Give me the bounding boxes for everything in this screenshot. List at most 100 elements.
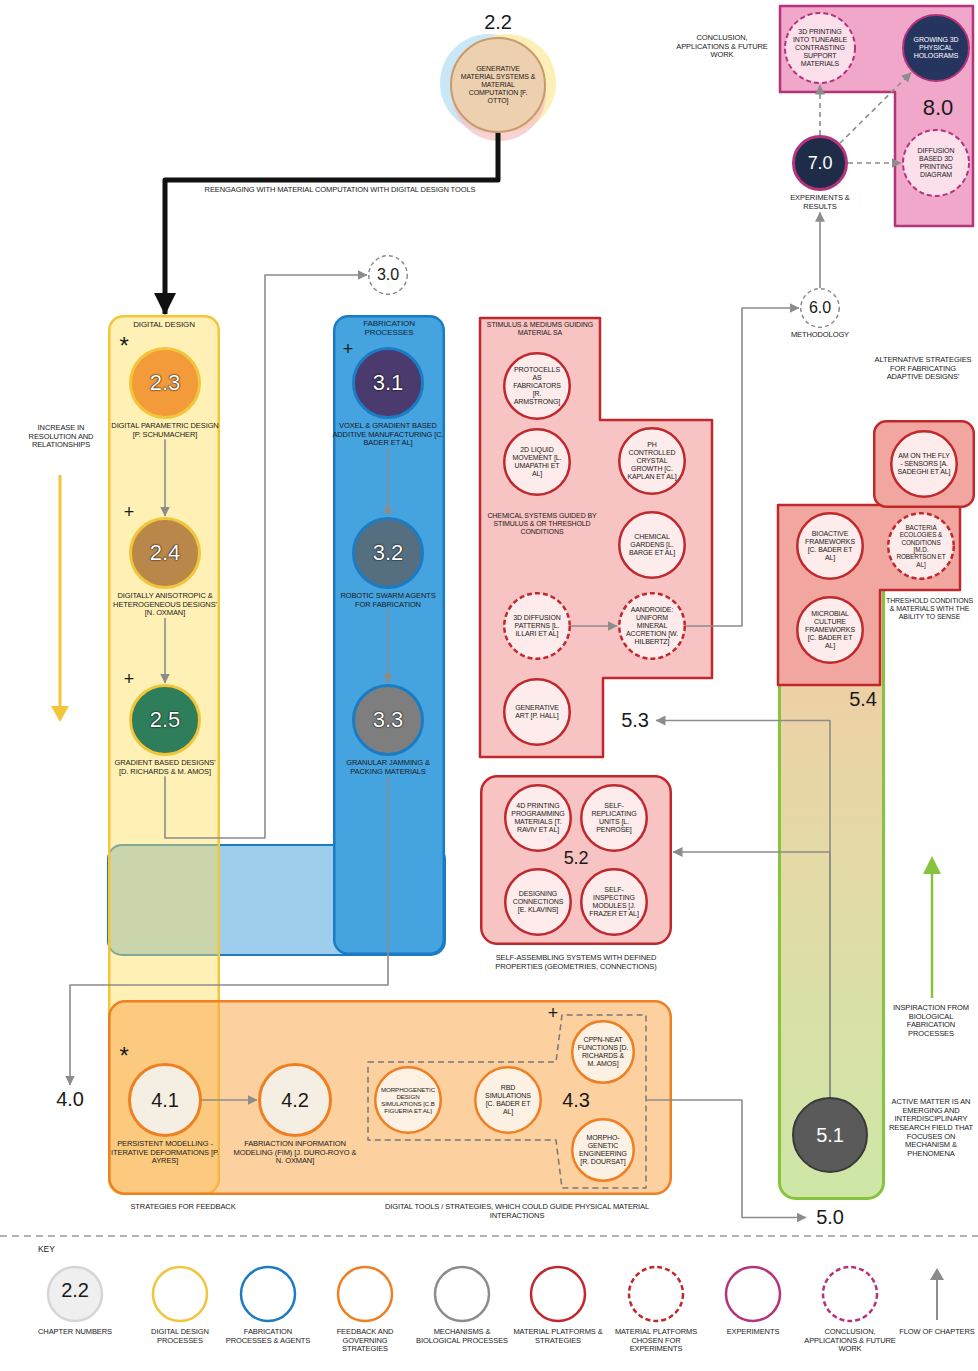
flow-connector [202, 1099, 257, 1101]
node-text: 2.2 [450, 11, 546, 34]
node-text: ALTERNATIVE STRATEGIES FOR FABRICATING A… [872, 356, 974, 382]
node-text: 3D DIFFUSION PATTERNS [L. ILLARI ET AL] [510, 614, 564, 638]
node-text: 3D PRINTING INTO TUNEABLE CONTRASTING SU… [791, 28, 849, 68]
legend-ring [48, 1267, 102, 1321]
image-circle: MICROBIAL CULTURE FRAMEWORKS [C. BADER E… [796, 596, 864, 664]
node-text: ROBOTIC SWARM AGENTS FOR FABRICATION [332, 592, 444, 609]
image-circle: GENERATIVE ART [P. HALL] [503, 678, 571, 746]
resolution-arrow [59, 475, 62, 708]
outline [504, 353, 570, 419]
outline [131, 349, 200, 418]
annotation: 2.2 [55, 1280, 95, 1300]
node-text: GENERATIVE ART [P. HALL] [510, 704, 564, 720]
node-text: 4.0 [50, 1088, 90, 1111]
node-text: STIMULUS & MEDIUMS GUIDING MATERIAL SA [484, 321, 596, 337]
outline [778, 505, 960, 685]
annotation: KEY [38, 1245, 78, 1255]
inspiration-arrow [931, 872, 934, 998]
chapter-circle: 2.3DIGITAL PARAMETRIC DESIGN [P. SCHUMAC… [129, 347, 201, 439]
image-circle: CHEMICAL GARDENS [L. BARGE ET AL] [618, 511, 686, 579]
node-text: THRESHOLD CONDITIONS & MATERIALS WITH TH… [884, 597, 975, 621]
outline [581, 869, 647, 935]
image-circle: GROWING 3D PHYSICAL HOLOGRAMS [902, 14, 970, 82]
node-text: SELF-ASSEMBLING SYSTEMS WITH DEFINED PRO… [480, 954, 672, 971]
flow-connector [164, 618, 166, 683]
legend-text: CONCLUSION, APPLICATIONS & FUTURE WORK [804, 1328, 896, 1354]
legend-item: MECHANISMS & BIOLOGICAL PROCESSES [416, 1262, 508, 1362]
image-circle: 4D PRINTING PROGRAMMING MATERIALS [T. RA… [504, 784, 572, 852]
node-text: 5.4 [846, 688, 880, 711]
outline [505, 785, 571, 851]
node-text: 7.0 [798, 153, 843, 174]
flow-connector [819, 212, 821, 288]
node-text: GRANULAR JAMMING & PACKING MATERIALS [332, 759, 444, 776]
annotation: ACTIVE MATTER IS AN EMERGING AND INTERDI… [887, 1098, 975, 1158]
flow-connector [571, 625, 617, 627]
chapter-circle: 2.2GENERATIVE MATERIAL SYSTEMS & MATERIA… [450, 37, 546, 133]
flow-connector [848, 162, 901, 164]
image-circle: 2D LIQUID MOVEMENT [L. UMAPATHI ET AL] [503, 428, 571, 496]
outline [354, 686, 423, 755]
chapter-circle: 3.0 [368, 255, 408, 295]
image-circle: BIOACTIVE FRAMEWORKS [C. BADER ET AL] [796, 512, 864, 580]
legend-item: MATERIAL PLATFORMS CHOSEN FOR EXPERIMENT… [610, 1262, 702, 1362]
active-matter-band: 5.05.1 [778, 505, 885, 1200]
legend-sample [626, 1264, 686, 1324]
image-circle: CPPN-NEAT FUNCTIONS [D. RICHARDS & M. AM… [571, 1020, 635, 1084]
outline [369, 256, 408, 295]
outline [903, 130, 969, 196]
chapter-circle: 4.1PERSISTENT MODELLING - ITERATIVE DEFO… [128, 1063, 202, 1166]
legend-ring [338, 1267, 392, 1321]
image-circle: PROTOCELLS AS FABRICATORS [R. ARMSTRONG] [503, 352, 571, 420]
image-circle: SELF-REPLICATING UNITS [L. PENROSE] [580, 784, 648, 852]
node-text: DIGITAL DESIGN [108, 320, 220, 329]
region-shape [778, 505, 885, 1200]
node-text: 2D LIQUID MOVEMENT [L. UMAPATHI ET AL] [510, 446, 564, 478]
node-text: 5.1 [800, 1124, 861, 1147]
legend-text: CHAPTER NUMBERS [29, 1328, 121, 1337]
outline [475, 1067, 541, 1133]
node-text: SELF-REPLICATING UNITS [L. PENROSE] [587, 802, 641, 834]
image-circle: MORPHO-GENETIC ENGINEERING [R. DOURSAT] [571, 1118, 635, 1182]
legend-sample [150, 1264, 210, 1324]
legend-text: FEEDBACK AND GOVERNING STRATEGIES [319, 1328, 411, 1354]
node-text: MICROBIAL CULTURE FRAMEWORKS [C. BADER E… [803, 610, 857, 650]
material-region: STIMULUS & MEDIUMS GUIDING MATERIAL SA CH… [480, 318, 712, 757]
outline [334, 316, 444, 954]
legend-sample [335, 1264, 395, 1324]
node-text: 3.0 [372, 266, 404, 284]
node-text: 6.0 [804, 299, 836, 317]
image-circle: 3D DIFFUSION PATTERNS [L. ILLARI ET AL] [503, 592, 571, 660]
chapter-circle: 3.2ROBOTIC SWARM AGENTS FOR FABRICATION [352, 517, 424, 609]
node-text: 3.2 [359, 540, 417, 565]
legend-item: CONCLUSION, APPLICATIONS & FUTURE WORK [804, 1262, 896, 1362]
outline [785, 13, 855, 83]
outline [903, 15, 969, 81]
image-circle: MORPHOGENETIC DESIGN SIMULATIONS [C.B FI… [374, 1066, 442, 1134]
annotation: INSPIRACTION FROM BIOLOGICAL FABRICATION… [887, 1004, 975, 1039]
node-text: CHEMICAL GARDENS [L. BARGE ET AL] [625, 533, 679, 557]
node-text: METHODOLOGY [775, 331, 865, 340]
legend-ring [241, 1267, 295, 1321]
legend-ring [823, 1267, 877, 1321]
outline [581, 785, 647, 851]
chapter-circle: 7.0EXPERIMENTS & RESULTS [792, 135, 848, 211]
node-text: MORPHO-GENETIC ENGINEERING [R. DOURSAT] [577, 1134, 628, 1166]
outline [368, 1015, 646, 1188]
outline [801, 289, 840, 328]
legend-ring [629, 1267, 683, 1321]
node-text: STRATEGIES FOR FEEDBACK [108, 1203, 258, 1212]
node-text: 4.1 [135, 1089, 194, 1112]
outline [130, 1065, 201, 1136]
legend-sample [820, 1264, 880, 1324]
node-text: GROWING 3D PHYSICAL HOLOGRAMS [909, 36, 963, 60]
legend-item: MATERIAL PLATFORMS & STRATEGIES [512, 1262, 604, 1362]
node-text: DIGITAL PARAMETRIC DESIGN [P. SCHUMACHER… [109, 422, 221, 439]
outline [780, 6, 973, 226]
node-text: 5.0 [810, 1206, 850, 1229]
node-text: 5.3 [618, 709, 652, 732]
node-text: DESIGNING CONNECTIONS [E. KLAVINS] [511, 890, 565, 914]
node-text: PROTOCELLS AS FABRICATORS [R. ARMSTRONG] [510, 366, 564, 406]
node-text: GENERATIVE MATERIAL SYSTEMS & MATERIAL C… [460, 65, 537, 105]
key-divider [0, 1235, 978, 1237]
